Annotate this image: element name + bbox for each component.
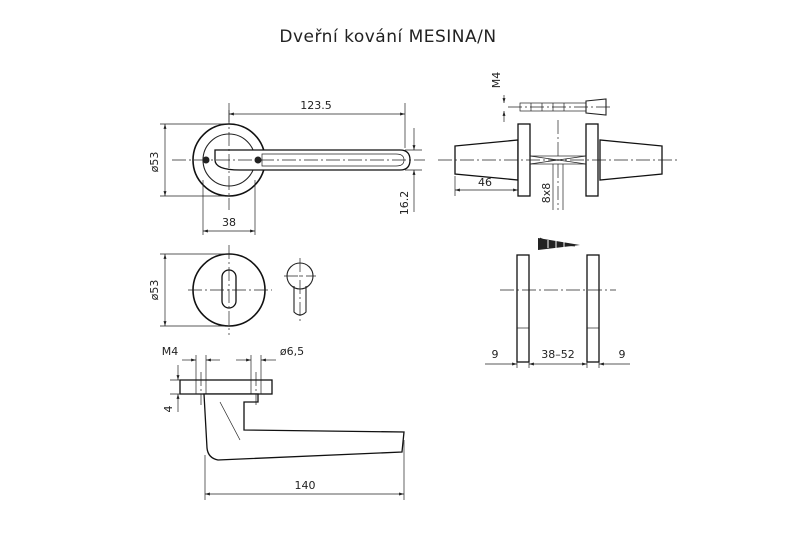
dimension-lever-length-top: 123.5 — [228, 99, 406, 148]
dim-9-left: 9 — [492, 348, 499, 361]
dimension-rose-right: 9 — [598, 348, 630, 368]
dim-38-52: 38–52 — [541, 348, 575, 361]
dim-46: 46 — [478, 176, 492, 189]
dim-9-right: 9 — [619, 348, 626, 361]
dim-38: 38 — [222, 216, 236, 229]
assembly-side-view — [438, 98, 678, 210]
dimension-cone-length: 46 — [454, 176, 518, 196]
dim-d53-top: ø53 — [148, 152, 161, 173]
dim-m4-right: M4 — [490, 72, 503, 89]
dimension-lever-length-bottom: 140 — [204, 440, 405, 500]
roses-on-door-view — [500, 237, 616, 363]
dimension-rose-left: 9 — [485, 348, 518, 368]
dim-140: 140 — [295, 479, 316, 492]
dimension-lever-height: 16.2 — [398, 128, 422, 215]
dim-123-5: 123.5 — [300, 99, 332, 112]
cylinder-cutout-profile — [284, 258, 316, 322]
handle-front-view — [172, 110, 425, 210]
dimension-rose-diameter-top: ø53 — [148, 123, 229, 197]
dimension-hole-diameter: ø6,5 — [236, 345, 304, 380]
dimension-rose-diameter-middle: ø53 — [148, 253, 229, 327]
dimension-door-thickness: 38–52 — [528, 348, 588, 368]
dim-d6-5: ø6,5 — [280, 345, 304, 358]
dimension-thread-m4-bottom: M4 — [162, 345, 220, 380]
dimension-thread-m4-right: M4 — [490, 72, 506, 122]
dimension-rose-offset: 38 — [202, 180, 256, 235]
dim-d53-middle: ø53 — [148, 280, 161, 301]
dim-4: 4 — [162, 406, 175, 413]
escutcheon-keyhole-view — [188, 245, 272, 335]
dim-m4-bottom: M4 — [162, 345, 179, 358]
drawing-title: Dveřní kování MESINA/N — [279, 27, 496, 47]
dimension-spindle: 8x8 — [540, 164, 564, 210]
dim-8x8: 8x8 — [540, 183, 553, 204]
dim-16-2: 16.2 — [398, 191, 411, 216]
dimension-base-height: 4 — [162, 365, 196, 413]
handle-side-view — [179, 372, 405, 461]
